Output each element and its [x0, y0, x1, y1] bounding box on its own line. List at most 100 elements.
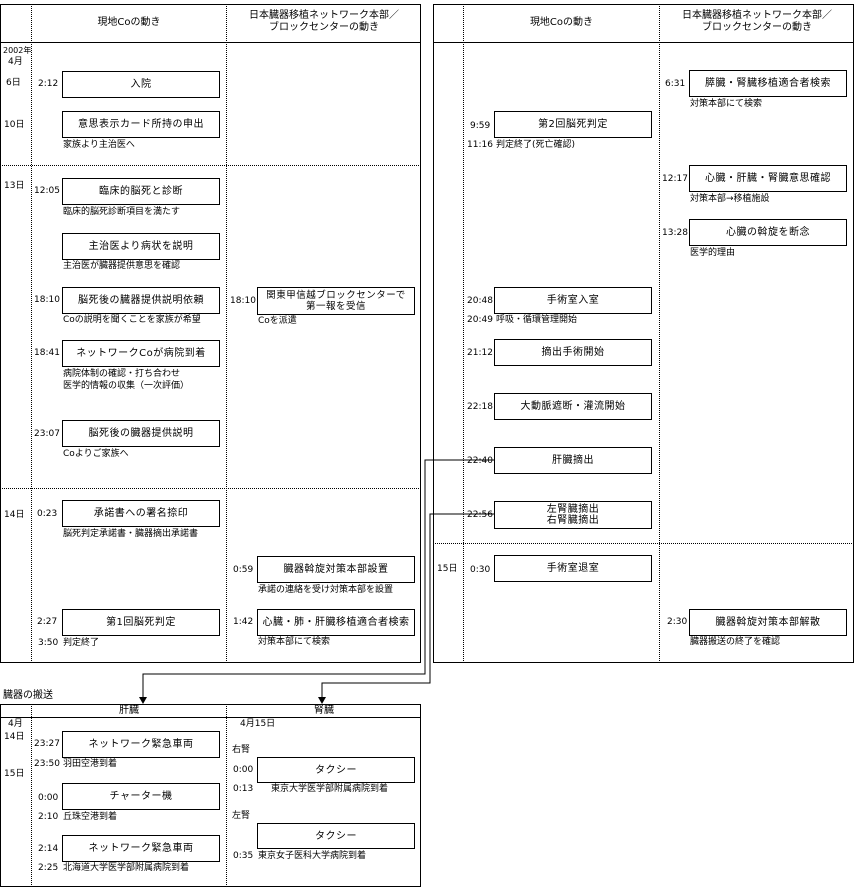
day-15: 15日 [437, 564, 458, 574]
event-box-donation-explanation: 脳死後の臓器提供説明 [62, 420, 220, 447]
kidney-connector-line [321, 513, 494, 697]
event-box-exit-operating-room: 手術室退室 [494, 555, 652, 582]
network-box-hq-established: 臓器斡旋対策本部設置 [257, 556, 415, 583]
event-box-explain-condition: 主治医より病状を説明 [62, 233, 220, 260]
network-time: 18:10 [230, 296, 256, 306]
transport-right-kidney-label: 右腎 [232, 745, 251, 755]
transport-box-taxi: タクシー [257, 757, 415, 783]
left-col-divider-2 [226, 4, 227, 663]
event-time: 23:07 [34, 429, 60, 439]
network-time: 6:31 [665, 79, 686, 89]
month-label: 4月 [8, 57, 23, 67]
transport-box-network-vehicle-2: ネットワーク緊急車両 [62, 835, 220, 862]
event-time: 0:30 [470, 565, 491, 575]
transport-day-15: 15日 [4, 769, 25, 779]
left-header-network: 日本臓器移植ネットワーク本部／ ブロックセンターの動き [249, 10, 399, 33]
liver-arrowhead [139, 697, 147, 704]
liver-connector-line [142, 459, 494, 697]
event-box-consent-signature: 承諾書への署名捺印 [62, 500, 220, 527]
event-note: 家族より主治医へ [63, 140, 135, 150]
event-time: 18:10 [34, 295, 60, 305]
network-box-hq-dissolved: 臓器斡旋対策本部解散 [689, 609, 847, 636]
day-14: 14日 [4, 510, 25, 520]
transport-note: 羽田空港到着 [63, 759, 118, 769]
event-note: 判定終了(死亡確認) [496, 140, 576, 150]
left-day-rule-14 [0, 488, 421, 489]
event-box-kidney-removal: 左腎臓摘出 右腎臓摘出 [494, 501, 652, 529]
event-note-time: 11:16 [467, 140, 493, 150]
network-box-recipient-search: 心臓・肺・肝臓移植適合者検索 [257, 609, 415, 636]
day-6: 6日 [6, 78, 21, 88]
event-time: 2:12 [38, 79, 59, 89]
event-box-donor-card: 意思表示カード所持の申出 [62, 111, 220, 138]
event-box-coordinator-arrival: ネットワークCoが病院到着 [62, 340, 220, 367]
event-box-surgery-start: 摘出手術開始 [494, 339, 652, 366]
transport-kidney-date: 4月15日 [240, 719, 276, 729]
day-13: 13日 [4, 181, 25, 191]
right-day-rule-15 [433, 543, 854, 544]
kidney-arrowhead [318, 697, 326, 704]
transport-note-time: 2:25 [38, 863, 59, 873]
left-header-site: 現地Coの動き [97, 17, 161, 28]
event-note-time: 3:50 [38, 638, 59, 648]
transport-note: 丘珠空港到着 [63, 812, 118, 822]
transport-col-divider-2 [226, 704, 227, 887]
network-note: 対策本部にて検索 [258, 637, 331, 647]
event-time: 2:27 [37, 617, 58, 627]
transport-box-network-vehicle: ネットワーク緊急車両 [62, 731, 220, 758]
transport-month: 4月 [8, 719, 23, 729]
transport-note-time: 23:50 [34, 759, 60, 769]
event-time: 22:56 [467, 510, 493, 520]
network-note: 医学的理由 [690, 248, 736, 258]
transport-time: 0:00 [38, 793, 59, 803]
right-header-network: 日本臓器移植ネットワーク本部／ ブロックセンターの動き [682, 10, 832, 33]
event-time: 0:23 [37, 509, 58, 519]
transport-header-rule [0, 717, 421, 718]
transport-day-14: 14日 [4, 732, 25, 742]
right-header-rule [433, 42, 854, 43]
transport-col-divider-1 [31, 704, 32, 887]
event-box-admission: 入院 [62, 71, 220, 98]
event-note: 臨床的脳死診断項目を満たす [63, 207, 181, 217]
transport-note: 東京女子医科大学病院到着 [258, 851, 367, 861]
right-col-divider-2 [659, 4, 660, 663]
left-col-divider-1 [31, 4, 32, 663]
event-time: 20:48 [467, 296, 493, 306]
event-note-time: 20:49 [467, 315, 493, 325]
event-note: 主治医が臓器提供意思を確認 [63, 261, 181, 271]
transport-note-time: 0:35 [233, 851, 254, 861]
event-note: 脳死判定承諾書・臓器摘出承諾書 [63, 529, 199, 539]
event-note: Coの説明を聞くことを家族が希望 [63, 315, 201, 325]
event-time: 12:05 [34, 186, 60, 196]
network-note: 臓器搬送の終了を確認 [690, 637, 781, 647]
network-box-first-report: 関東甲信越ブロックセンターで 第一報を受信 [257, 287, 415, 315]
event-note: 呼吸・循環管理開始 [496, 315, 578, 325]
event-box-second-brain-death-test: 第2回脳死判定 [494, 111, 652, 138]
transport-box-taxi-2: タクシー [257, 823, 415, 849]
right-header-site: 現地Coの動き [529, 17, 594, 28]
network-note: 対策本部→移植施設 [690, 194, 770, 204]
network-time: 1:42 [233, 617, 254, 627]
right-col-divider-1 [463, 4, 464, 663]
event-box-enter-operating-room: 手術室入室 [494, 287, 652, 314]
network-note: 対策本部にて検索 [690, 99, 763, 109]
left-header-rule [0, 42, 421, 43]
network-box-pancreas-kidney-search: 膵臓・腎臓移植適合者検索 [689, 70, 847, 97]
left-day-rule-13 [0, 165, 421, 166]
event-note: Coよりご家族へ [63, 449, 129, 459]
transport-left-kidney-label: 左腎 [232, 811, 251, 821]
event-note: 医学的情報の収集（一次評価） [63, 381, 190, 391]
network-box-heart-abandoned: 心臓の斡旋を断念 [689, 219, 847, 246]
transport-time: 23:27 [34, 739, 60, 749]
network-time: 13:28 [662, 228, 688, 238]
network-time: 0:59 [233, 565, 254, 575]
transport-note: 北海道大学医学部附属病院到着 [63, 863, 190, 873]
network-time: 12:17 [662, 174, 688, 184]
network-time: 2:30 [667, 617, 688, 627]
transport-title: 臓器の搬送 [3, 690, 53, 701]
transport-box-charter-plane: チャーター機 [62, 783, 220, 810]
event-time: 22:40 [467, 456, 493, 466]
transport-header-liver: 肝臓 [119, 705, 139, 716]
event-box-clinical-brain-death: 臨床的脳死と診断 [62, 178, 220, 205]
